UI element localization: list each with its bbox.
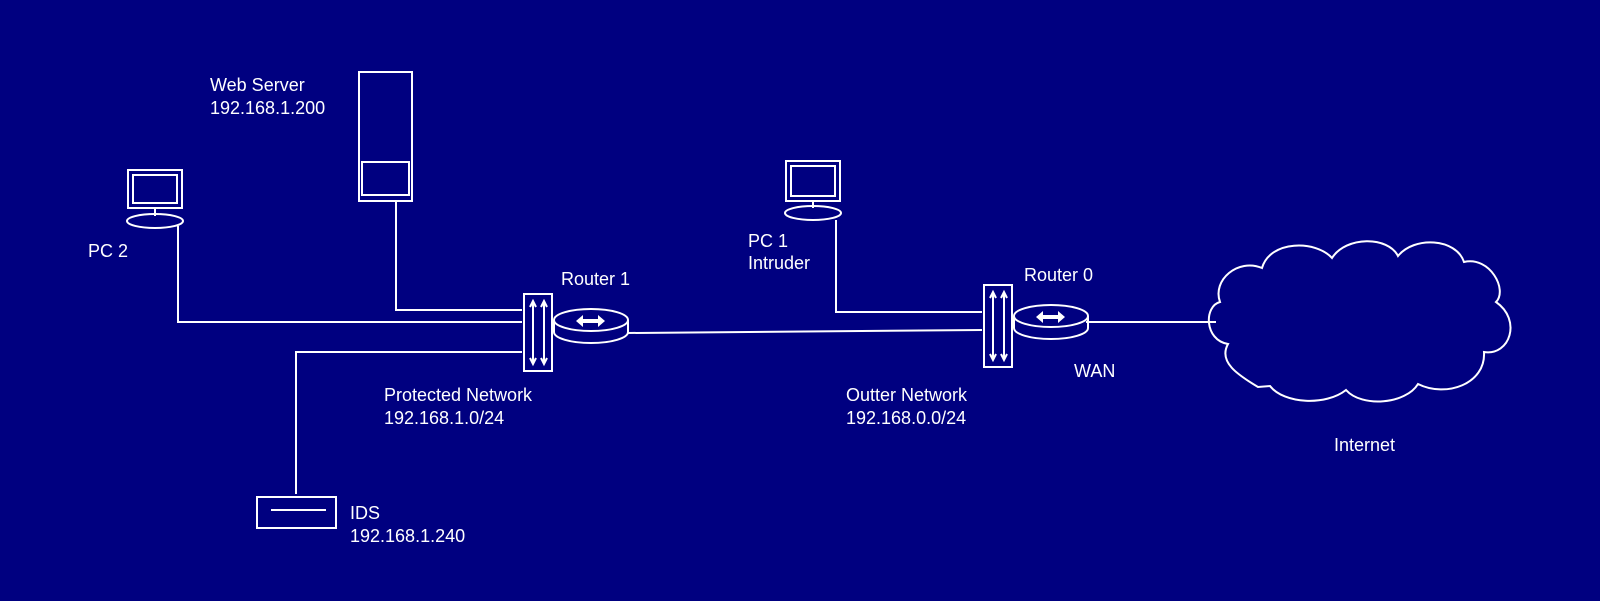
- link-webserver-switch1: [395, 201, 522, 311]
- router0-name: Router 0: [1024, 265, 1094, 285]
- switch1-icon: [523, 293, 553, 372]
- web-server-ip: 192.168.1.200: [210, 98, 326, 118]
- link-ids-switch1: [295, 351, 522, 494]
- ids-icon: [256, 496, 337, 529]
- internet-cloud-icon: [1207, 240, 1512, 403]
- switch0-icon: [983, 284, 1013, 368]
- router1-icon: [553, 308, 629, 344]
- internet-label: Internet: [1334, 435, 1396, 455]
- pc1-role: Intruder: [748, 253, 811, 273]
- link-router1-router0: [627, 329, 983, 334]
- router1-name: Router 1: [561, 269, 631, 289]
- pc2-name: PC 2: [88, 241, 129, 261]
- link-pc1-switch0: [835, 220, 982, 313]
- protected-network-name: Protected Network: [384, 385, 533, 405]
- ids-name: IDS: [350, 503, 381, 523]
- link-pc2-switch1: [177, 226, 522, 323]
- web-server-name: Web Server: [210, 75, 305, 95]
- pc2-icon: [126, 169, 184, 229]
- wan-label: WAN: [1074, 361, 1116, 381]
- protected-network-cidr: 192.168.1.0/24: [384, 408, 505, 428]
- pc1-name: PC 1: [748, 231, 789, 251]
- connections: [177, 201, 1216, 494]
- outer-network-cidr: 192.168.0.0/24: [846, 408, 967, 428]
- outer-network-name: Outter Network: [846, 385, 968, 405]
- pc1-icon: [784, 160, 842, 221]
- ids-ip: 192.168.1.240: [350, 526, 466, 546]
- web-server-icon: [358, 71, 413, 202]
- router0-icon: [1013, 304, 1089, 340]
